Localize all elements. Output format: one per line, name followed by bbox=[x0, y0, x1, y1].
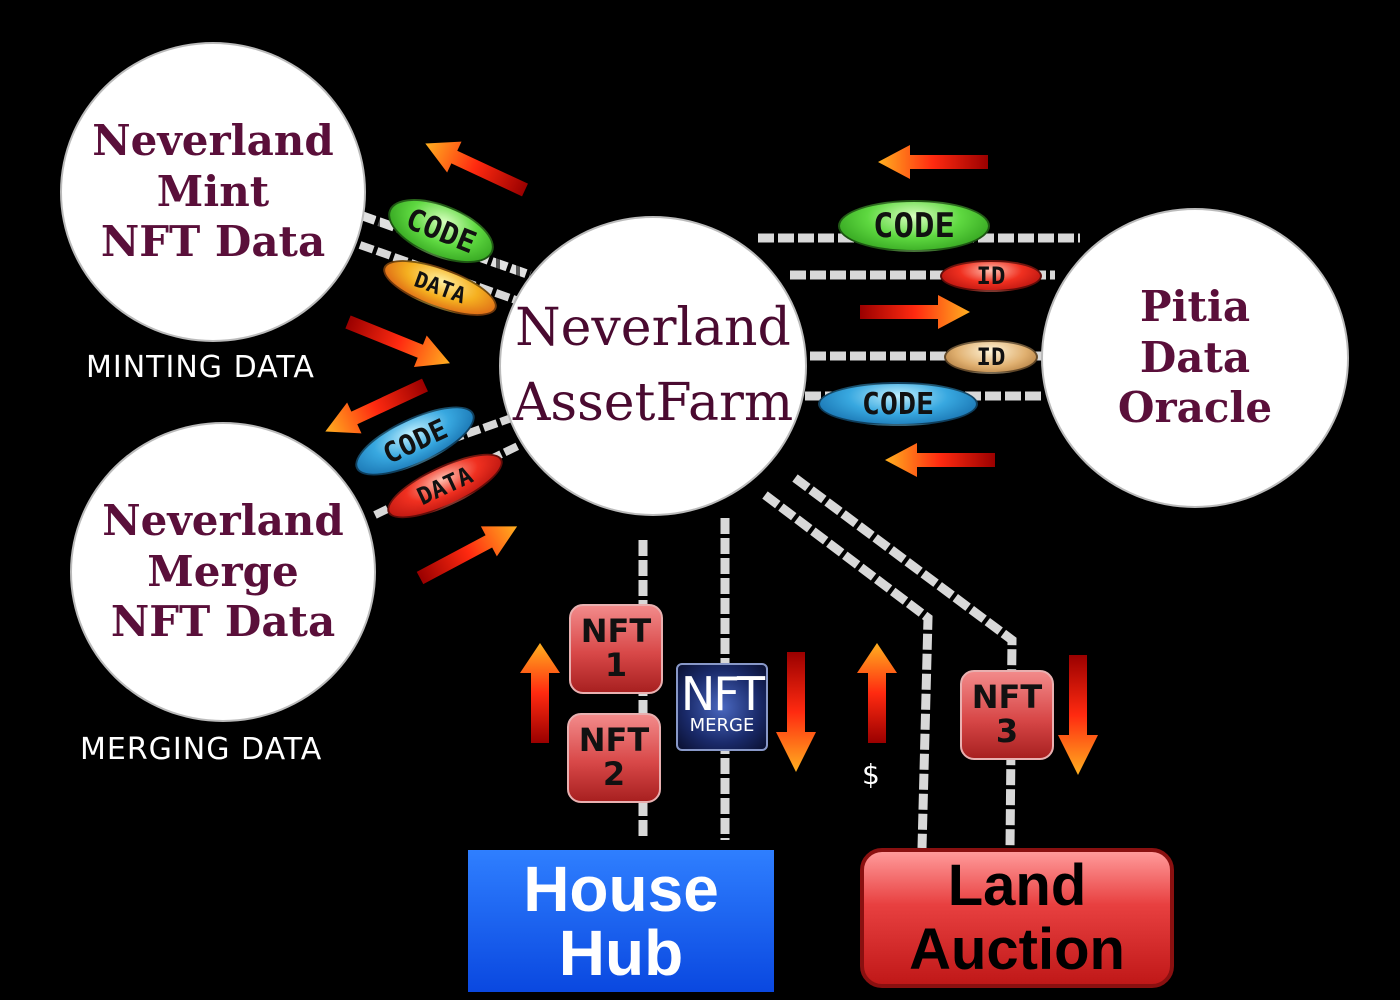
nft-2-box: NFT 2 bbox=[567, 713, 661, 803]
arrow-down-house bbox=[776, 652, 816, 772]
id-pill-oracle-top: ID bbox=[940, 260, 1042, 292]
merge-line-3: NFT Data bbox=[110, 597, 336, 647]
mint-line-3: NFT Data bbox=[100, 217, 326, 267]
arrow-to-farm-bottom bbox=[885, 443, 995, 477]
land-auction-line-2: Auction bbox=[909, 917, 1125, 982]
neverland-merge-node: Neverland Merge NFT Data bbox=[70, 422, 376, 722]
house-hub-line-2: Hub bbox=[558, 917, 684, 989]
nft-1-number: 1 bbox=[604, 646, 628, 684]
rail-land-2 bbox=[792, 474, 1017, 849]
nft-merge-box: NFT MERGE bbox=[676, 663, 768, 751]
arrow-from-mint bbox=[341, 306, 457, 379]
land-auction-box: Land Auction bbox=[860, 848, 1174, 988]
neverland-mint-node: Neverland Mint NFT Data bbox=[60, 42, 366, 342]
farm-line-1: Neverland bbox=[515, 297, 791, 358]
arrow-down-land bbox=[1058, 655, 1098, 775]
code-pill-oracle-bottom: CODE bbox=[818, 382, 978, 426]
pitia-data-oracle-node: Pitia Data Oracle bbox=[1041, 208, 1349, 508]
code-pill-oracle-top: CODE bbox=[838, 200, 990, 252]
mint-line-1: Neverland bbox=[92, 116, 334, 166]
oracle-line-2: Data bbox=[1139, 332, 1251, 382]
land-auction-line-1: Land bbox=[947, 853, 1087, 919]
arrow-up-land bbox=[857, 643, 897, 743]
arrow-to-farm-top bbox=[878, 145, 988, 179]
merging-data-caption: MERGING DATA bbox=[80, 732, 323, 767]
nft-merge-title: NFT bbox=[680, 667, 765, 721]
oracle-line-1: Pitia bbox=[1139, 282, 1251, 332]
merge-line-2: Merge bbox=[147, 546, 299, 596]
neverland-assetfarm-node: Neverland AssetFarm bbox=[499, 216, 807, 516]
arrow-up-house bbox=[520, 643, 560, 743]
arrow-from-merge bbox=[412, 511, 526, 594]
mint-line-2: Mint bbox=[156, 166, 270, 216]
nft-2-label: NFT bbox=[578, 721, 650, 760]
nft-merge-subtitle: MERGE bbox=[689, 715, 755, 736]
id-pill-oracle-bottom: ID bbox=[944, 340, 1038, 374]
nft-2-number: 2 bbox=[602, 755, 626, 793]
nft-1-box: NFT 1 bbox=[569, 604, 663, 694]
dollar-sign: $ bbox=[862, 758, 880, 791]
nft-1-label: NFT bbox=[580, 612, 652, 651]
minting-data-caption: MINTING DATA bbox=[86, 350, 315, 385]
arrow-to-oracle bbox=[860, 295, 970, 329]
nft-3-label: NFT bbox=[971, 678, 1043, 717]
nft-3-number: 3 bbox=[995, 712, 1019, 750]
house-hub-line-1: House bbox=[523, 853, 719, 925]
farm-line-2: AssetFarm bbox=[512, 373, 794, 433]
arrow-to-mint bbox=[418, 128, 533, 206]
nft-3-box: NFT 3 bbox=[960, 670, 1054, 760]
merge-line-1: Neverland bbox=[102, 496, 344, 546]
house-hub-box: House Hub bbox=[468, 850, 774, 992]
oracle-line-3: Oracle bbox=[1117, 383, 1273, 433]
rail-land-1 bbox=[762, 491, 933, 849]
